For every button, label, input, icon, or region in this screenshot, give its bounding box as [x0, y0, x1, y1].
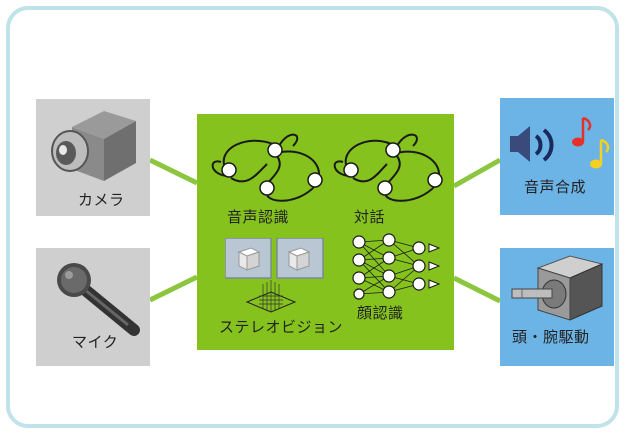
camera-icon — [51, 111, 136, 181]
connector-camera — [148, 157, 199, 186]
microphone-label: マイク — [72, 333, 119, 351]
music-notes-icon — [572, 116, 610, 169]
speech-recognition-graph-icon — [211, 133, 323, 202]
dialogue-label: 対話 — [354, 208, 386, 226]
motor-drive-label: 頭・腕駆動 — [512, 328, 590, 346]
camera-label: カメラ — [78, 191, 125, 209]
connector-speech-synthesis — [452, 157, 502, 189]
microphone-panel: マイク — [36, 248, 150, 366]
speaker-icon — [510, 126, 554, 162]
microphone-icon — [57, 263, 140, 336]
speech-synthesis-panel: 音声合成 — [500, 98, 614, 215]
motor-icon — [511, 255, 604, 321]
speech-recognition-label: 音声認識 — [227, 208, 290, 226]
neural-network-icon — [352, 233, 441, 300]
processing-panel: 音声認識 対話 — [197, 114, 454, 350]
dialogue-graph-icon — [333, 133, 443, 202]
stereo-vision-label: ステレオビジョン — [219, 318, 344, 336]
speech-synthesis-label: 音声合成 — [524, 178, 587, 196]
connector-motor — [452, 275, 502, 304]
motor-drive-panel: 頭・腕駆動 — [500, 248, 614, 366]
stereo-vision-icon — [225, 238, 324, 313]
camera-panel: カメラ — [36, 99, 150, 216]
face-recognition-label: 顔認識 — [357, 304, 404, 322]
connector-mic — [148, 274, 199, 303]
